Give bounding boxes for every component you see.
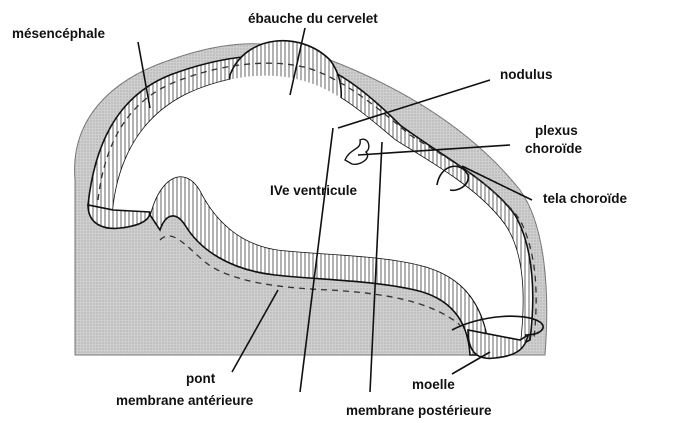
label-pont: pont [186,371,216,386]
label-membrane-posterieure: membrane postérieure [346,403,492,418]
label-moelle: moelle [412,377,455,392]
label-ive-ventricule: IVe ventricule [270,183,358,198]
label-membrane-anterieure: membrane antérieure [116,393,254,408]
label-nodulus: nodulus [500,67,553,82]
label-tela-choroide: tela choroïde [543,191,628,206]
label-ebauche-cervelet: ébauche du cervelet [248,11,378,26]
label-mesencephale: mésencéphale [12,26,106,41]
label-plexus-line1: plexus [535,123,578,138]
label-plexus-line2: choroïde [525,141,582,156]
